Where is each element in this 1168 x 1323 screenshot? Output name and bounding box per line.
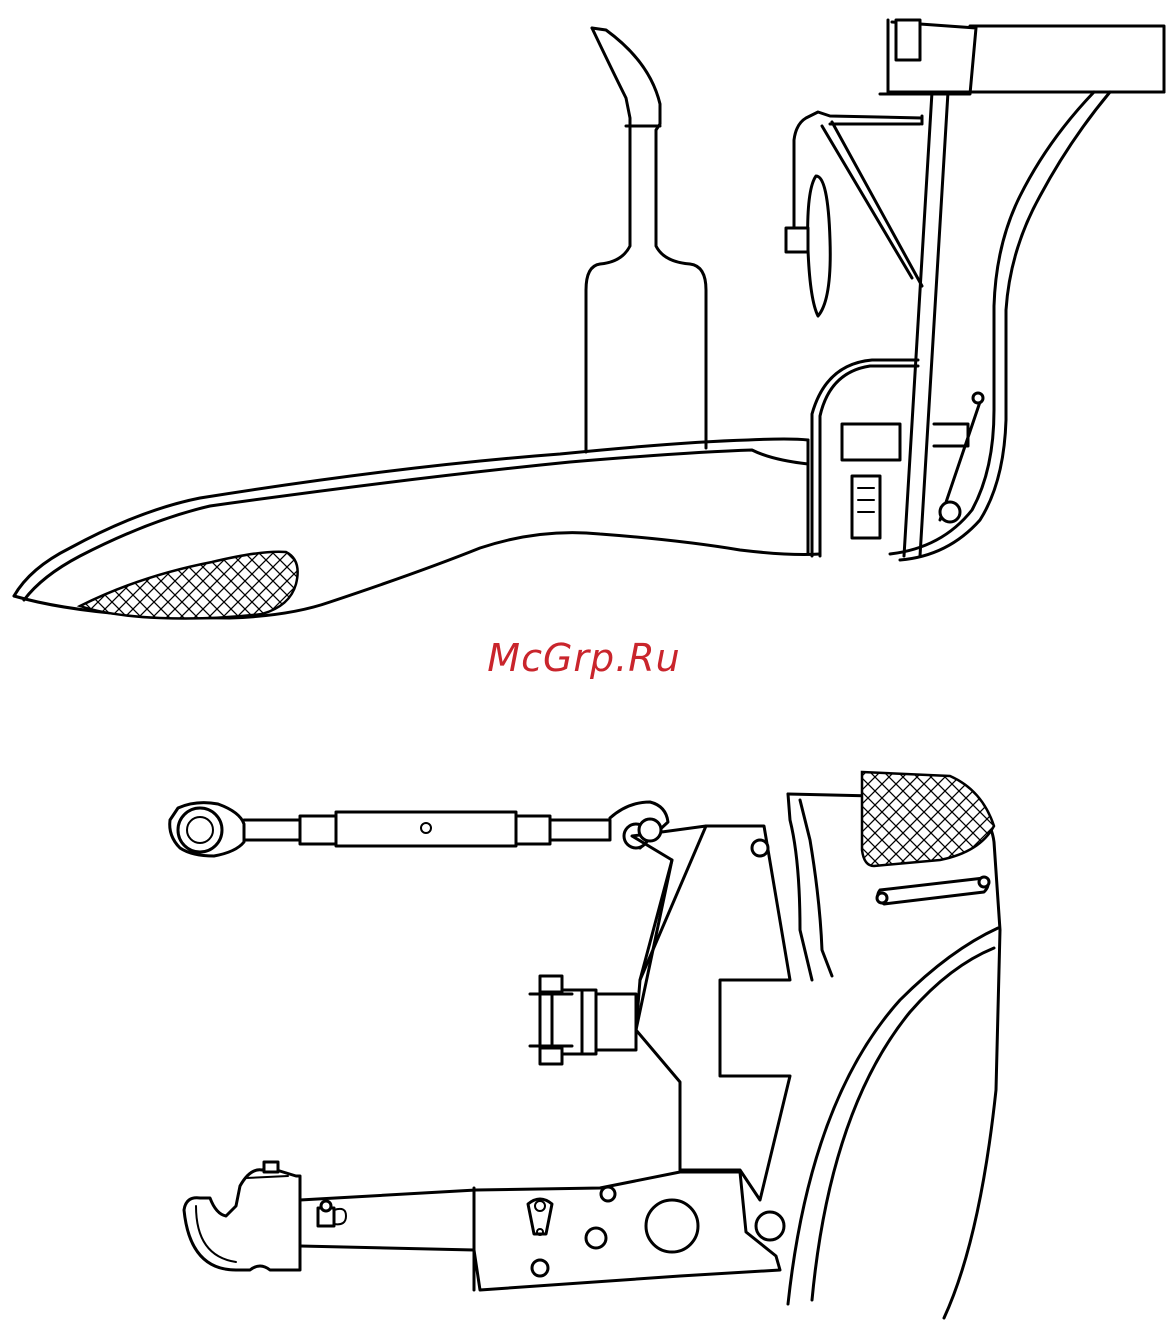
rear-view-drawing — [170, 772, 1000, 1318]
cab-frame — [808, 20, 1164, 560]
exhaust-stack — [586, 28, 706, 452]
rear-view-mirror — [786, 112, 922, 316]
hood-grille — [80, 552, 298, 619]
top-link-turnbuckle — [170, 802, 668, 856]
fender-grille — [862, 772, 994, 866]
side-view-drawing — [14, 20, 1164, 619]
lower-link-hook — [184, 1162, 346, 1270]
hood-body — [14, 439, 820, 619]
lower-link-arm — [300, 1172, 784, 1290]
watermark-text: McGrp.Ru — [0, 636, 1168, 680]
rear-wheel-fender — [788, 772, 1000, 1318]
hitch-frame — [632, 819, 790, 1200]
clevis-bracket — [530, 976, 636, 1064]
